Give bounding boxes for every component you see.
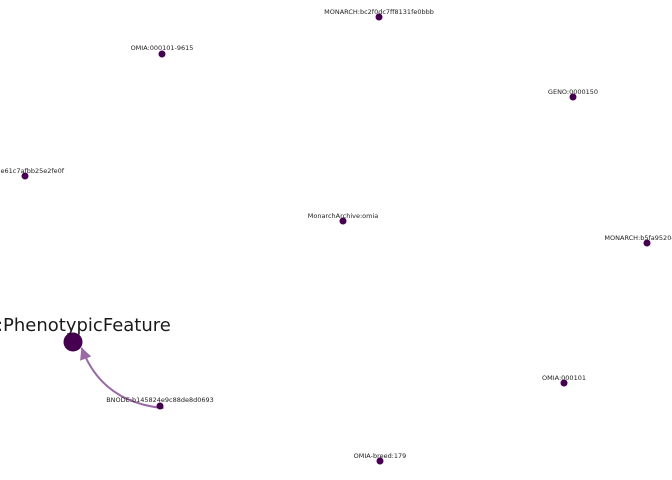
graph-node[interactable]: OMIA:000101-9615 [131, 44, 194, 58]
nodes-layer: MONARCH:bc2f0dc7ff8131fe0bbbOMIA:000101-… [0, 8, 672, 465]
node-label: :b53e61c7afbb25e2fe0f [0, 167, 65, 175]
graph-node[interactable]: MONARCH:bc2f0dc7ff8131fe0bbb [324, 8, 434, 21]
node-marker[interactable] [376, 457, 384, 465]
node-label: OMIA-breed:179 [354, 452, 407, 460]
focus-node-label: nk:PhenotypicFeature [0, 315, 171, 336]
graph-node[interactable]: OMIA:000101 [542, 374, 586, 387]
graph-edge [80, 347, 164, 410]
node-marker[interactable] [560, 379, 568, 387]
graph-node[interactable]: OMIA-breed:179 [354, 452, 407, 465]
node-label: OMIA:000101-9615 [131, 44, 194, 52]
node-marker[interactable] [156, 402, 164, 410]
node-marker[interactable] [339, 217, 347, 225]
node-marker[interactable] [158, 50, 166, 58]
node-label: MONARCH:b5fa9520cb6f3 [604, 234, 672, 242]
node-label: MONARCH:bc2f0dc7ff8131fe0bbb [324, 8, 434, 16]
node-marker[interactable] [21, 172, 29, 180]
node-label: GENO:0000150 [548, 88, 598, 96]
graph-node[interactable]: MonarchArchive:omia [308, 212, 379, 225]
node-label: OMIA:000101 [542, 374, 586, 382]
node-marker[interactable] [569, 93, 577, 101]
focus-node-marker[interactable] [63, 332, 83, 352]
graph-node[interactable]: nk:PhenotypicFeature [0, 315, 171, 352]
graph-node[interactable]: GENO:0000150 [548, 88, 598, 101]
node-marker[interactable] [375, 13, 383, 21]
graph-node[interactable]: :b53e61c7afbb25e2fe0f [0, 167, 65, 180]
graph-node[interactable]: BNODE:b145824e9c88de8d0693 [106, 396, 214, 410]
node-marker[interactable] [643, 239, 651, 247]
node-label: MonarchArchive:omia [308, 212, 379, 220]
graph-node[interactable]: MONARCH:b5fa9520cb6f3 [604, 234, 672, 247]
edges-layer [80, 347, 164, 410]
node-label: BNODE:b145824e9c88de8d0693 [106, 396, 214, 404]
